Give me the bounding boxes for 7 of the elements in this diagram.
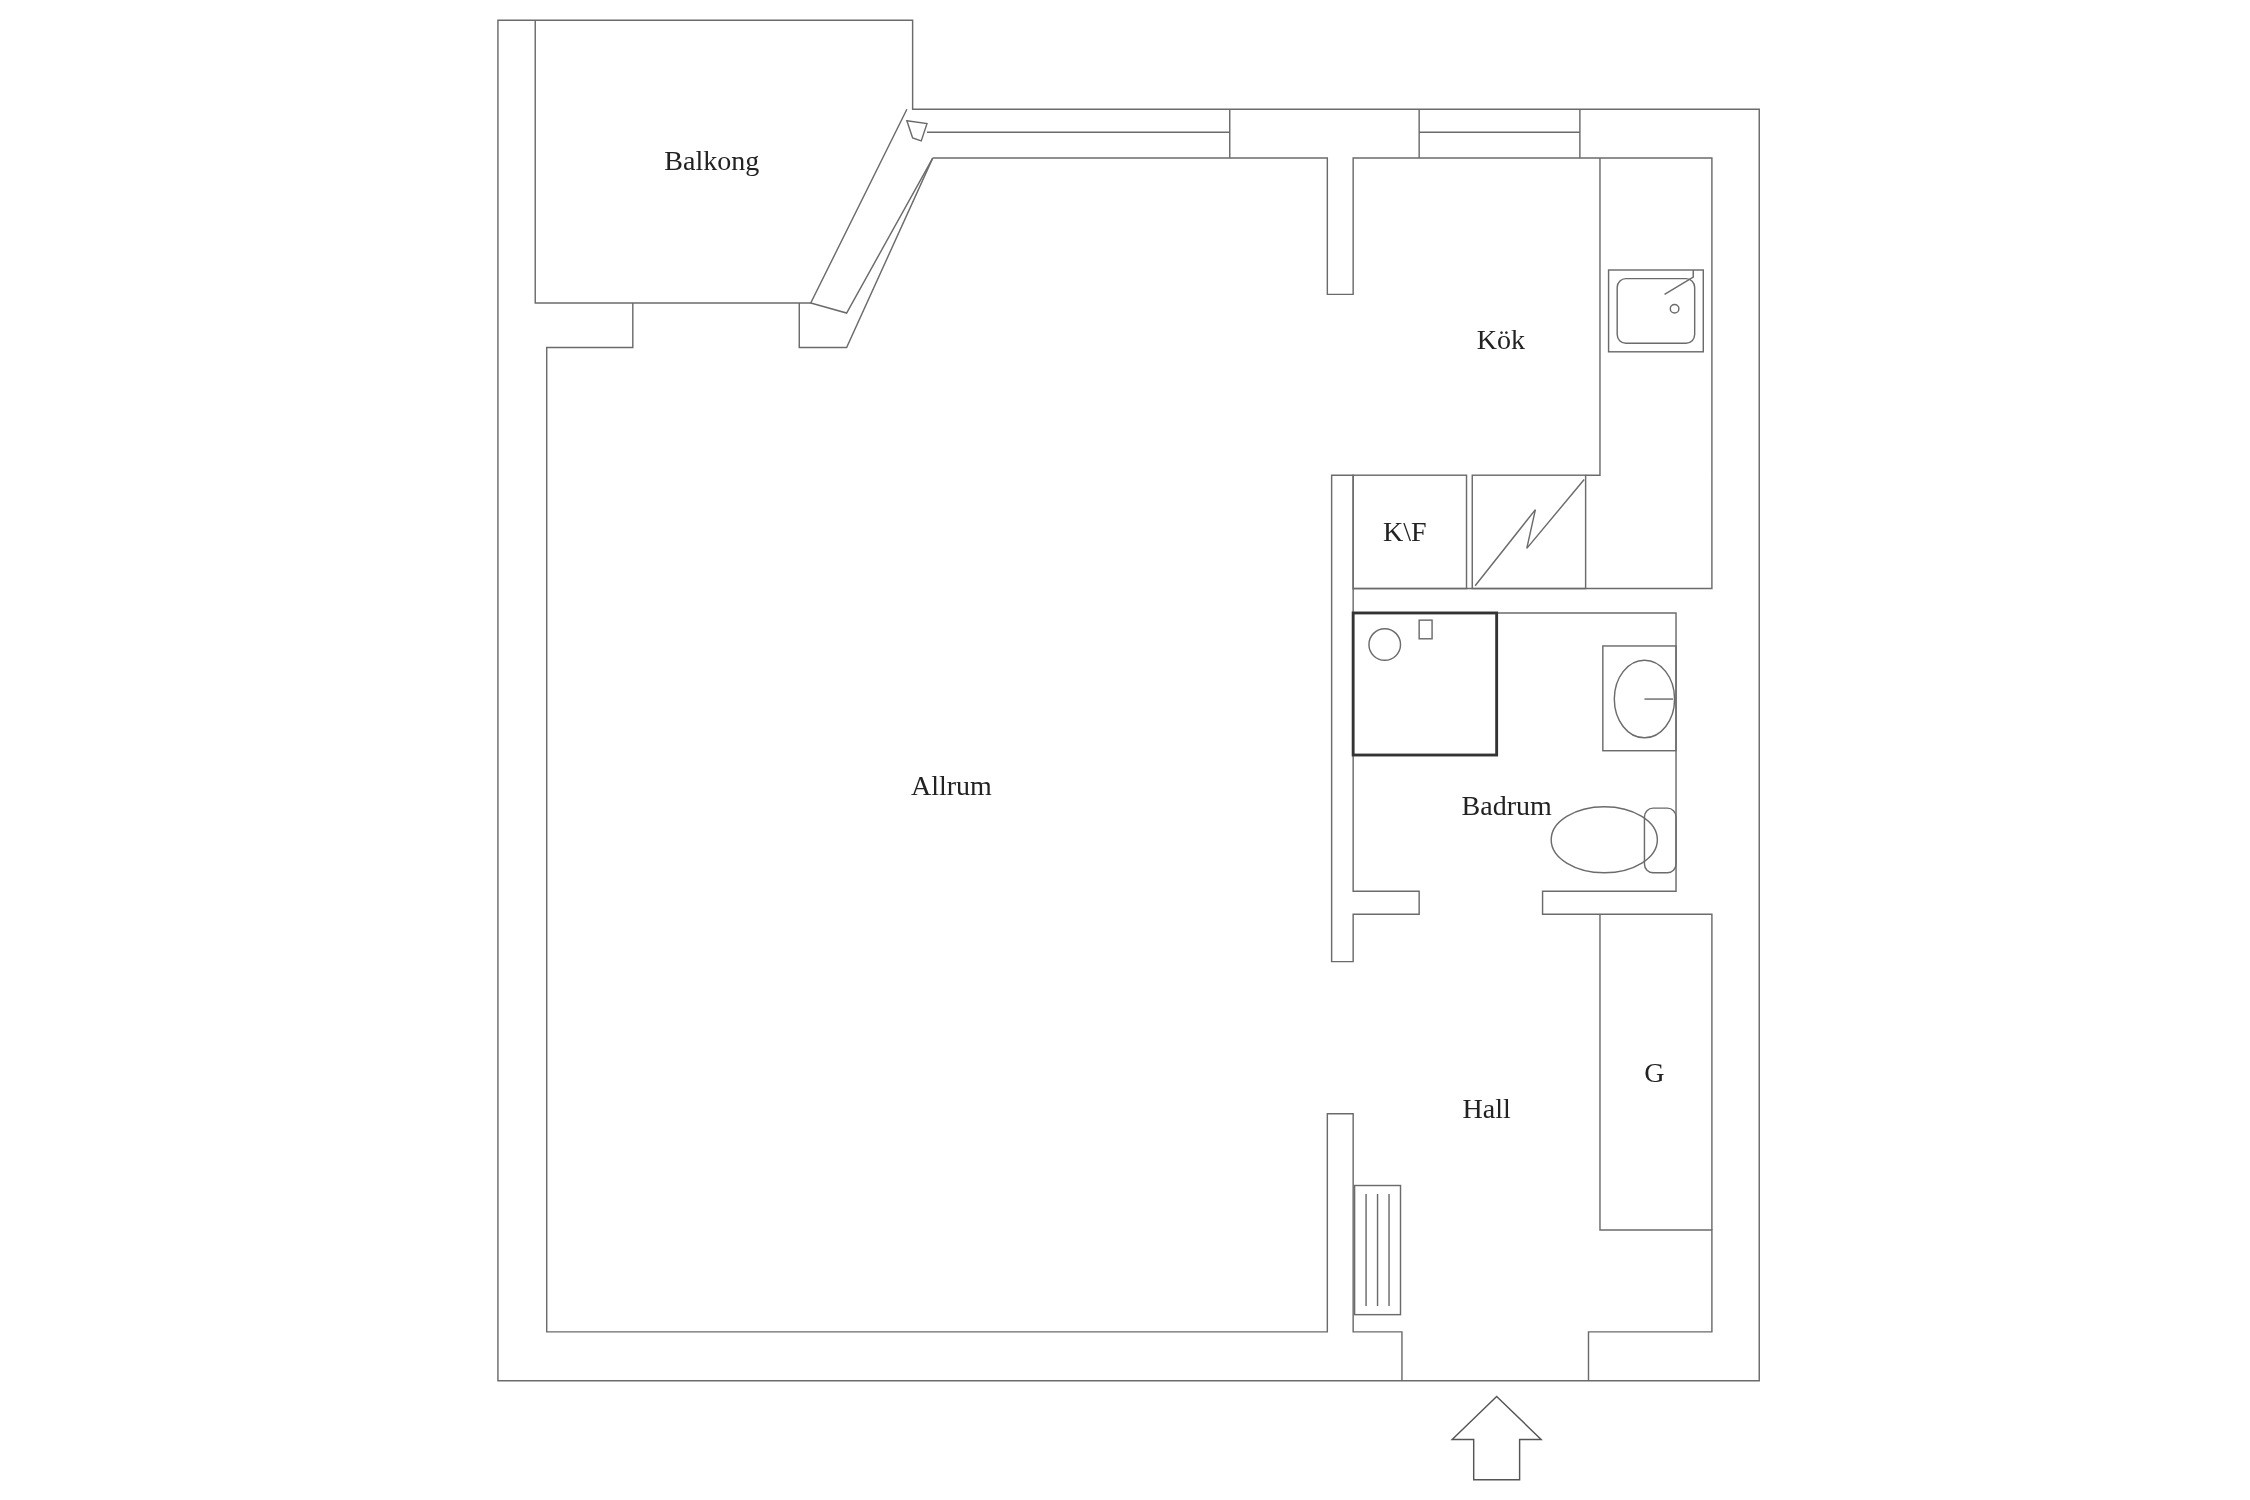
room-label: G bbox=[1644, 1056, 1665, 1091]
room-label: Hall bbox=[1462, 1092, 1511, 1127]
room-label: K\F bbox=[1383, 515, 1427, 550]
room-label: Badrum bbox=[1461, 789, 1552, 824]
room-label: Allrum bbox=[910, 769, 992, 804]
room-label: Balkong bbox=[664, 143, 760, 178]
room-label: Kök bbox=[1476, 323, 1526, 358]
